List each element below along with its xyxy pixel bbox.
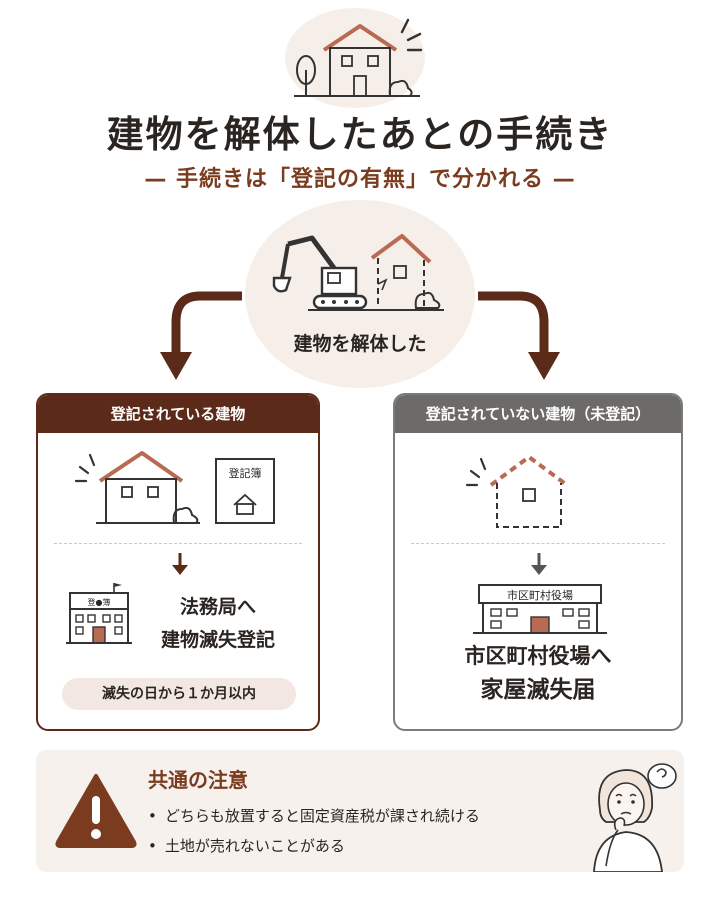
notice-title: 共通の注意: [148, 768, 248, 792]
unregistered-panel-header: 登記されていない建物（未登記）: [395, 395, 681, 433]
notice-item: 土地が売れないことがある: [148, 832, 480, 862]
registered-procedure-line2: 建物滅失登記: [160, 629, 275, 651]
registry-book-icon: 登記簿: [215, 458, 275, 524]
unregistered-procedure: 市区町村役場へ 家屋滅失届: [395, 639, 681, 707]
unregistered-building-panel: 登記されていない建物（未登記） 市区町村役場 市区町村役場へ 家屋滅失届: [393, 393, 683, 731]
worried-woman-illustration: [593, 763, 677, 872]
page-subtitle: — 手続きは「登記の有無」で分かれる —: [144, 167, 576, 192]
notice-item: どちらも放置すると固定資産税が課され続ける: [148, 802, 480, 832]
center-node-label: 建物を解体した: [293, 333, 427, 355]
registered-down-arrow-icon: [172, 553, 188, 575]
page-title: 建物を解体したあとの手続き: [106, 113, 614, 156]
house-icon: [294, 18, 423, 97]
registered-divider: [54, 543, 302, 544]
warning-icon: [55, 774, 137, 848]
registered-procedure-line1: 法務局へ: [179, 596, 256, 618]
bureau-sign-label: 登●簿: [88, 597, 111, 607]
arrowhead-left: [160, 352, 192, 380]
unregistered-house-icon: [465, 455, 569, 528]
deadline-badge: 滅失の日から１か月以内: [62, 678, 296, 710]
registered-procedure: 法務局へ 建物滅失登記: [138, 591, 298, 657]
unregistered-procedure-line1: 市区町村役場へ: [464, 644, 612, 668]
unregistered-divider: [411, 543, 665, 544]
center-node-bg: [245, 200, 475, 388]
registered-house-icon: [74, 451, 200, 524]
registered-panel-header: 登記されている建物: [38, 395, 318, 433]
legal-affairs-bureau-icon: 登●簿: [66, 583, 132, 644]
common-notice-box: 共通の注意 どちらも放置すると固定資産税が課され続ける 土地が売れないことがある: [36, 750, 684, 872]
city-hall-icon: 市区町村役場: [473, 584, 607, 634]
registry-book-label: 登記簿: [229, 466, 262, 480]
arrow-to-unregistered: [478, 291, 549, 356]
header-illustration-bg: [285, 8, 425, 108]
unregistered-down-arrow-icon: [531, 553, 547, 575]
notice-list: どちらも放置すると固定資産税が課され続ける 土地が売れないことがある: [148, 802, 480, 862]
unregistered-procedure-line2: 家屋滅失届: [480, 677, 596, 703]
arrowhead-right: [528, 352, 560, 380]
city-hall-sign-label: 市区町村役場: [507, 588, 573, 602]
excavator-demolition-icon: [272, 234, 444, 311]
registered-building-panel: 登記されている建物 登記簿 登●簿 法務局へ: [36, 393, 320, 731]
arrow-to-registered: [171, 291, 242, 356]
